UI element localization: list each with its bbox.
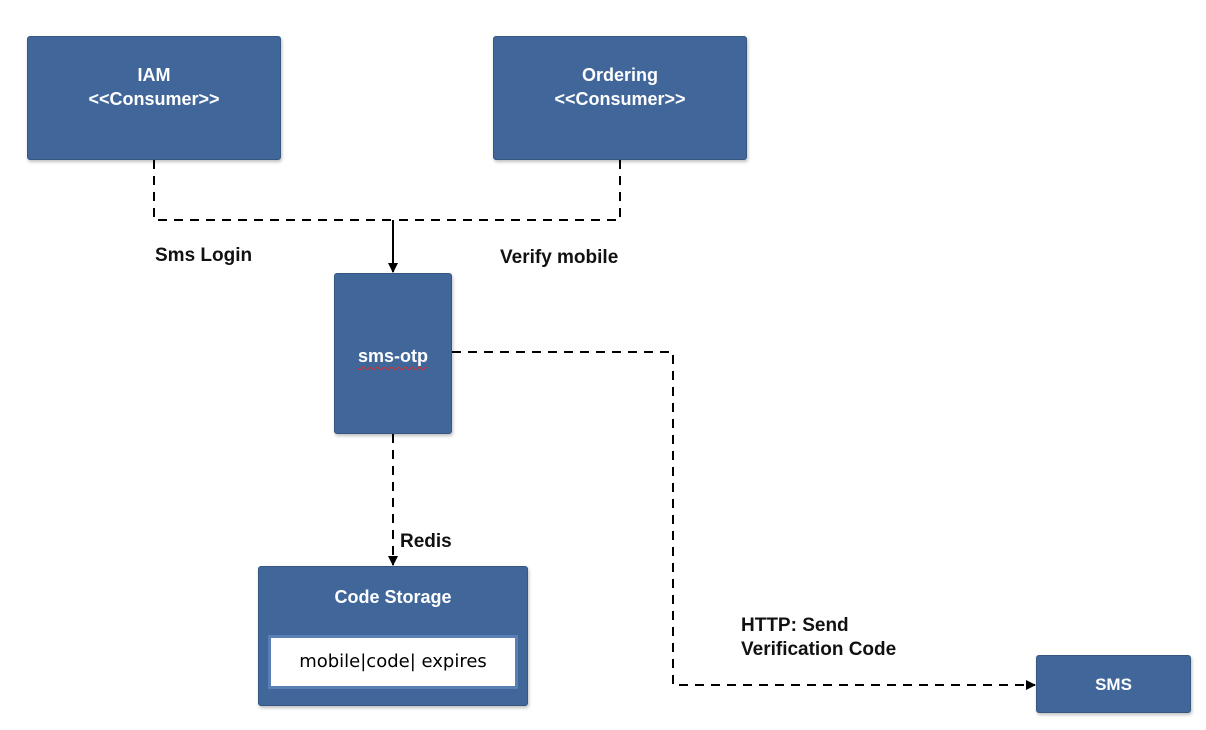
ordering-consumer-node: Ordering <<Consumer>> [493,36,747,160]
iam-node-stereotype: <<Consumer>> [88,89,220,109]
http-send-line1: HTTP: Send [741,615,849,636]
smsotp-to-sms-arrow [452,351,1036,690]
sms-login-label: Sms Login [155,245,253,266]
iam-connector [153,160,393,221]
sms-label: SMS [1095,675,1132,694]
code-storage-title: Code Storage [334,587,452,607]
http-send-label: HTTP: Send Verification Code [741,614,896,662]
http-send-line2: Verification Code [741,639,897,660]
iam-node-title: IAM [137,65,171,85]
verify-mobile-label: Verify mobile [500,247,619,268]
sms-node: SMS [1036,655,1191,713]
code-storage-table: mobile|code| expires [268,635,518,689]
ordering-node-title: Ordering [581,65,658,85]
sms-otp-label: sms-otp [357,346,428,366]
iam-consumer-node: IAM <<Consumer>> [27,36,281,160]
ordering-connector [393,160,621,221]
redis-label: Redis [400,531,452,552]
code-storage-node: Code Storage mobile|code| expires [258,566,528,706]
ordering-node-stereotype: <<Consumer>> [554,89,686,109]
sms-otp-node: sms-otp [334,273,452,434]
